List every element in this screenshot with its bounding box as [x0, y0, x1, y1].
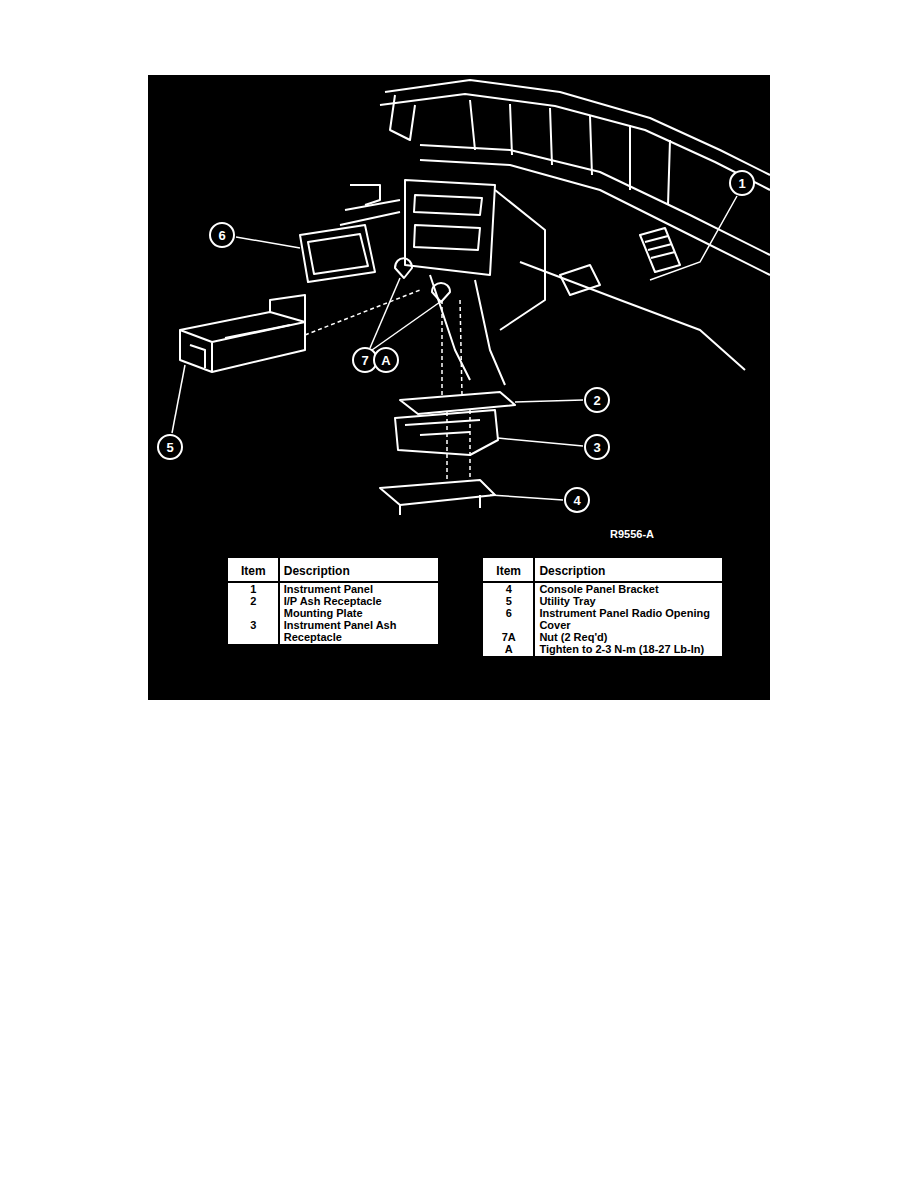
table-row: 6Instrument Panel Radio Opening Cover: [484, 607, 722, 631]
callout-number: 7: [361, 353, 368, 368]
table-row: ATighten to 2-3 N-m (18-27 Lb-In): [484, 643, 722, 656]
description-cell: Description: [534, 559, 721, 583]
callout-circle: 4: [564, 487, 590, 513]
description-cell: Utility Tray: [534, 595, 721, 607]
table-row: 2I/P Ash Receptacle Mounting Plate: [229, 595, 438, 619]
callout-number: 2: [593, 393, 600, 408]
table-row: 3Instrument Panel Ash Receptacle: [229, 619, 438, 644]
instrument-panel-drawing: [340, 80, 770, 385]
description-cell: Description: [279, 559, 438, 583]
parts-table: ItemDescription1Instrument Panel2I/P Ash…: [228, 558, 438, 644]
description-cell: Console Panel Bracket: [534, 582, 721, 595]
item-cell: 6: [484, 607, 535, 631]
callout-number: 4: [573, 493, 580, 508]
table-row: ItemDescription: [484, 559, 722, 583]
callout-circle: 5: [157, 434, 183, 460]
parts-drawing: [180, 225, 515, 515]
table-row: 4Console Panel Bracket: [484, 582, 722, 595]
item-cell: Item: [484, 559, 535, 583]
item-cell: Item: [229, 559, 279, 583]
table-row: 5Utility Tray: [484, 595, 722, 607]
item-cell: 1: [229, 582, 279, 595]
item-cell: 3: [229, 619, 279, 644]
description-cell: I/P Ash Receptacle Mounting Plate: [279, 595, 438, 619]
item-cell: 4: [484, 582, 535, 595]
callout-circle: 6: [209, 222, 235, 248]
table-row: 1Instrument Panel: [229, 582, 438, 595]
item-cell: A: [484, 643, 535, 656]
description-cell: Instrument Panel: [279, 582, 438, 595]
callout-number: A: [381, 353, 390, 368]
figure-number: R9556-A: [610, 528, 654, 540]
description-cell: Instrument Panel Ash Receptacle: [279, 619, 438, 644]
assembly-lines: [305, 290, 470, 480]
description-cell: Nut (2 Req'd): [534, 631, 721, 643]
callout-number: 1: [738, 176, 745, 191]
table-row: 7ANut (2 Req'd): [484, 631, 722, 643]
item-cell: 2: [229, 595, 279, 619]
callout-number: 5: [166, 440, 173, 455]
item-cell: 7A: [484, 631, 535, 643]
callout-circle: 3: [584, 434, 610, 460]
item-cell: 5: [484, 595, 535, 607]
description-cell: Instrument Panel Radio Opening Cover: [534, 607, 721, 631]
background-panel: [148, 75, 770, 700]
parts-table: ItemDescription4Console Panel Bracket5Ut…: [483, 558, 722, 656]
leader-lines: [172, 196, 737, 500]
callout-number: 3: [593, 440, 600, 455]
callout-circle: 1: [729, 170, 755, 196]
callout-circle: 2: [584, 387, 610, 413]
table-row: ItemDescription: [229, 559, 438, 583]
description-cell: Tighten to 2-3 N-m (18-27 Lb-In): [534, 643, 721, 656]
callout-circle: A: [373, 347, 399, 373]
callout-number: 6: [218, 228, 225, 243]
